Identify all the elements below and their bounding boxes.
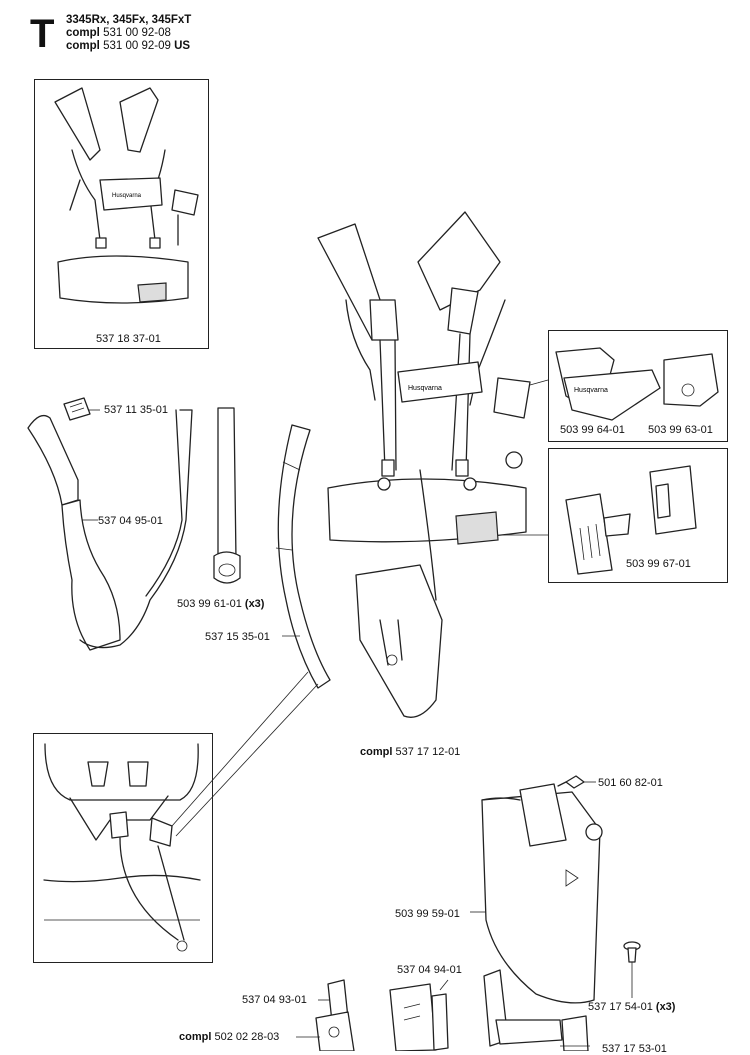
small-buckle-drawing [63,397,100,421]
label-curved-strap: 537 15 35-01 [205,631,270,643]
pin-drawing [557,775,596,789]
label-clip-a: 537 04 94-01 [397,964,462,976]
clip-b-drawing [315,979,355,1051]
svg-text:Husqvarna: Husqvarna [408,385,442,392]
label-harness-inset: 537 18 37-01 [96,333,161,345]
label-harness-compl: compl 537 17 12-01 [360,746,461,758]
model-header: 3345Rx, 345Fx, 345FxT compl 531 00 92-08… [66,14,191,53]
model-list: 3345Rx, 345Fx, 345FxT [66,14,192,26]
label-loop-strap: 503 99 61-01 (x3) [177,598,265,610]
left-strap-drawing [27,409,193,651]
compl-line-1: compl 531 00 92-08 [66,27,171,39]
label-pad-right: 503 99 63-01 [648,424,713,436]
detail-inset-drawing [43,743,201,952]
label-small-buckle: 537 11 35-01 [104,404,169,416]
bracket-drawing [483,969,589,1051]
buckle-set-drawing [565,465,697,575]
clip-a-drawing [389,983,449,1051]
main-harness-drawing: Husqvarna [317,211,531,718]
section-letter: T [30,12,55,56]
loop-strap-drawing [213,407,241,584]
label-cover: 503 99 59-01 [395,908,460,920]
label-pad-left: 503 99 64-01 [560,424,625,436]
detail-inset-box [33,733,213,963]
label-bracket: 537 17 53-01 [602,1043,667,1055]
harness-inset-box [34,79,209,349]
svg-text:Husqvarna: Husqvarna [112,193,142,199]
label-buckle-set: 503 99 67-01 [626,558,691,570]
label-compl-bottom: compl 502 02 28-03 [179,1031,280,1043]
compl-line-2: compl 531 00 92-09 US [66,40,191,52]
pads-drawing: Husqvarna [555,347,719,421]
harness-inset-drawing: Husqvarna [54,87,199,304]
label-left-strap: 537 04 95-01 [98,515,163,527]
screw-drawing [623,941,641,998]
label-pin: 501 60 82-01 [598,777,663,789]
curved-strap-drawing [275,424,331,689]
label-screw: 537 17 54-01 (x3) [588,1001,676,1013]
label-clip-b: 537 04 93-01 [242,994,307,1006]
svg-text:Husqvarna: Husqvarna [574,387,608,394]
cover-drawing [481,783,603,1004]
